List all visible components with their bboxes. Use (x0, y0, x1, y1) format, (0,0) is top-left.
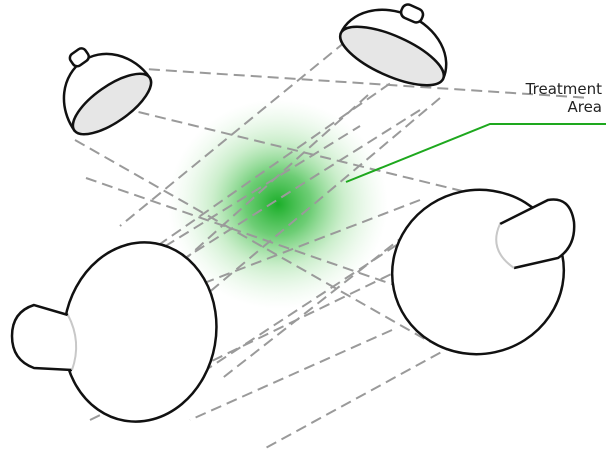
lamp-bottom-left-base (12, 305, 72, 370)
lamp-top-left (38, 25, 160, 145)
callout-label-line2: Area (567, 98, 602, 116)
lamp-bottom-right (377, 174, 579, 370)
callout-label-line1: Treatment (525, 80, 602, 98)
beam-bottom-right-3 (190, 330, 392, 420)
beam-top-left-1 (98, 66, 590, 98)
